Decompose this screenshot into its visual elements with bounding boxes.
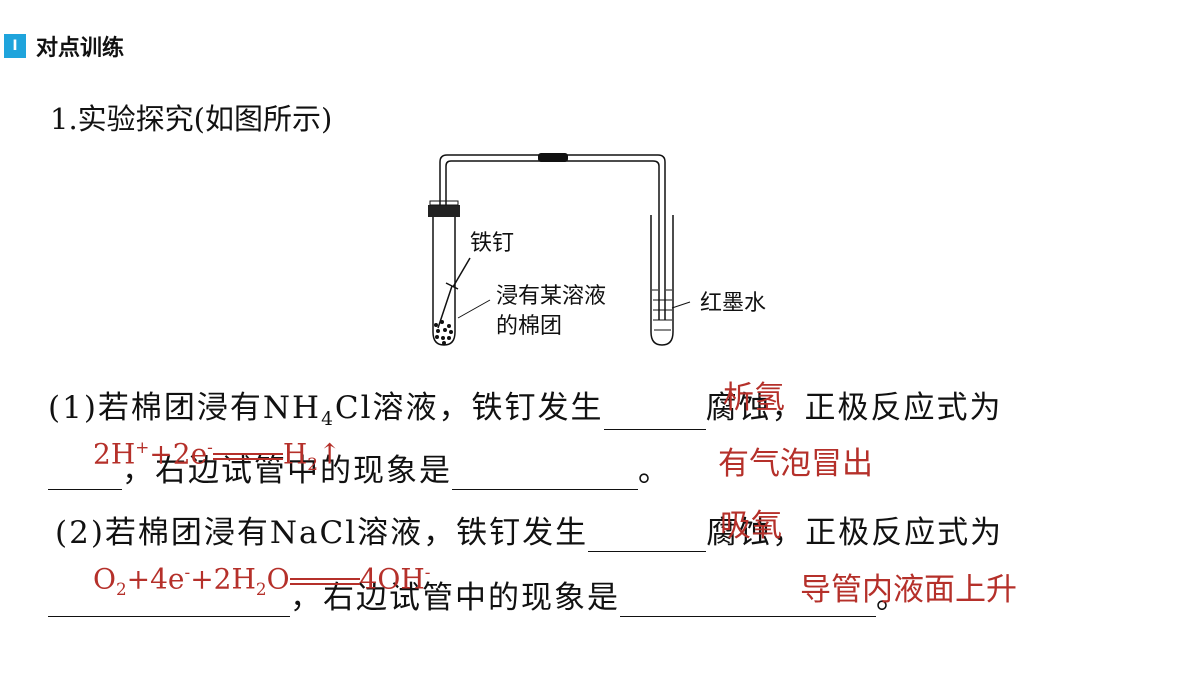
equals-bar: [289, 574, 360, 588]
q1-blank-type: [603, 399, 706, 431]
label-nail: 铁钉: [470, 231, 514, 256]
q2-blank-phen: [620, 586, 876, 617]
cotton-ball: [434, 320, 453, 345]
label-cotton-line1: 浸有某溶液: [496, 284, 606, 309]
q2-blank-eq: [48, 586, 290, 617]
tube-connector: [538, 153, 568, 162]
q2-answer-type: 吸氧: [720, 508, 782, 544]
q1-blank-phen: [452, 459, 638, 490]
q1-answer-type: 析氢: [723, 380, 785, 416]
right-test-tube: [650, 215, 674, 346]
label-cotton-line2: 的棉团: [496, 314, 562, 339]
equals-bar: [212, 449, 283, 463]
q2-line2: ，右边试管中的现象是。: [48, 572, 909, 617]
q1-answer-equation: 2H++2e-H2↑: [93, 437, 342, 474]
stopper: [428, 205, 460, 217]
q2-answer-phenomenon: 导管内液面上升: [800, 572, 1017, 608]
section-title: 对点训练: [36, 36, 125, 61]
q1-line1: (1)若棉团浸有NH4Cl溶液，铁钉发生腐蚀，正极反应式为: [48, 390, 1003, 431]
ink-level: [652, 289, 691, 331]
q1-blank-eq: [48, 459, 122, 490]
q1-answer-phenomenon: 有气泡冒出: [718, 446, 873, 482]
q2-line1: (2)若棉团浸有NaCl溶液，铁钉发生腐蚀，正极反应式为: [55, 515, 1004, 552]
delivery-tube: [439, 154, 666, 320]
question-title: 1.实验探究(如图所示): [50, 102, 333, 136]
q2-blank-type: [588, 521, 707, 552]
label-ink: 红墨水: [700, 291, 766, 316]
section-header: I 对点训练: [0, 33, 125, 61]
section-marker: I: [4, 34, 26, 58]
iron-nail: [437, 257, 471, 329]
q1-line2: ，右边试管中的现象是。: [48, 445, 671, 490]
left-test-tube: [432, 215, 456, 346]
